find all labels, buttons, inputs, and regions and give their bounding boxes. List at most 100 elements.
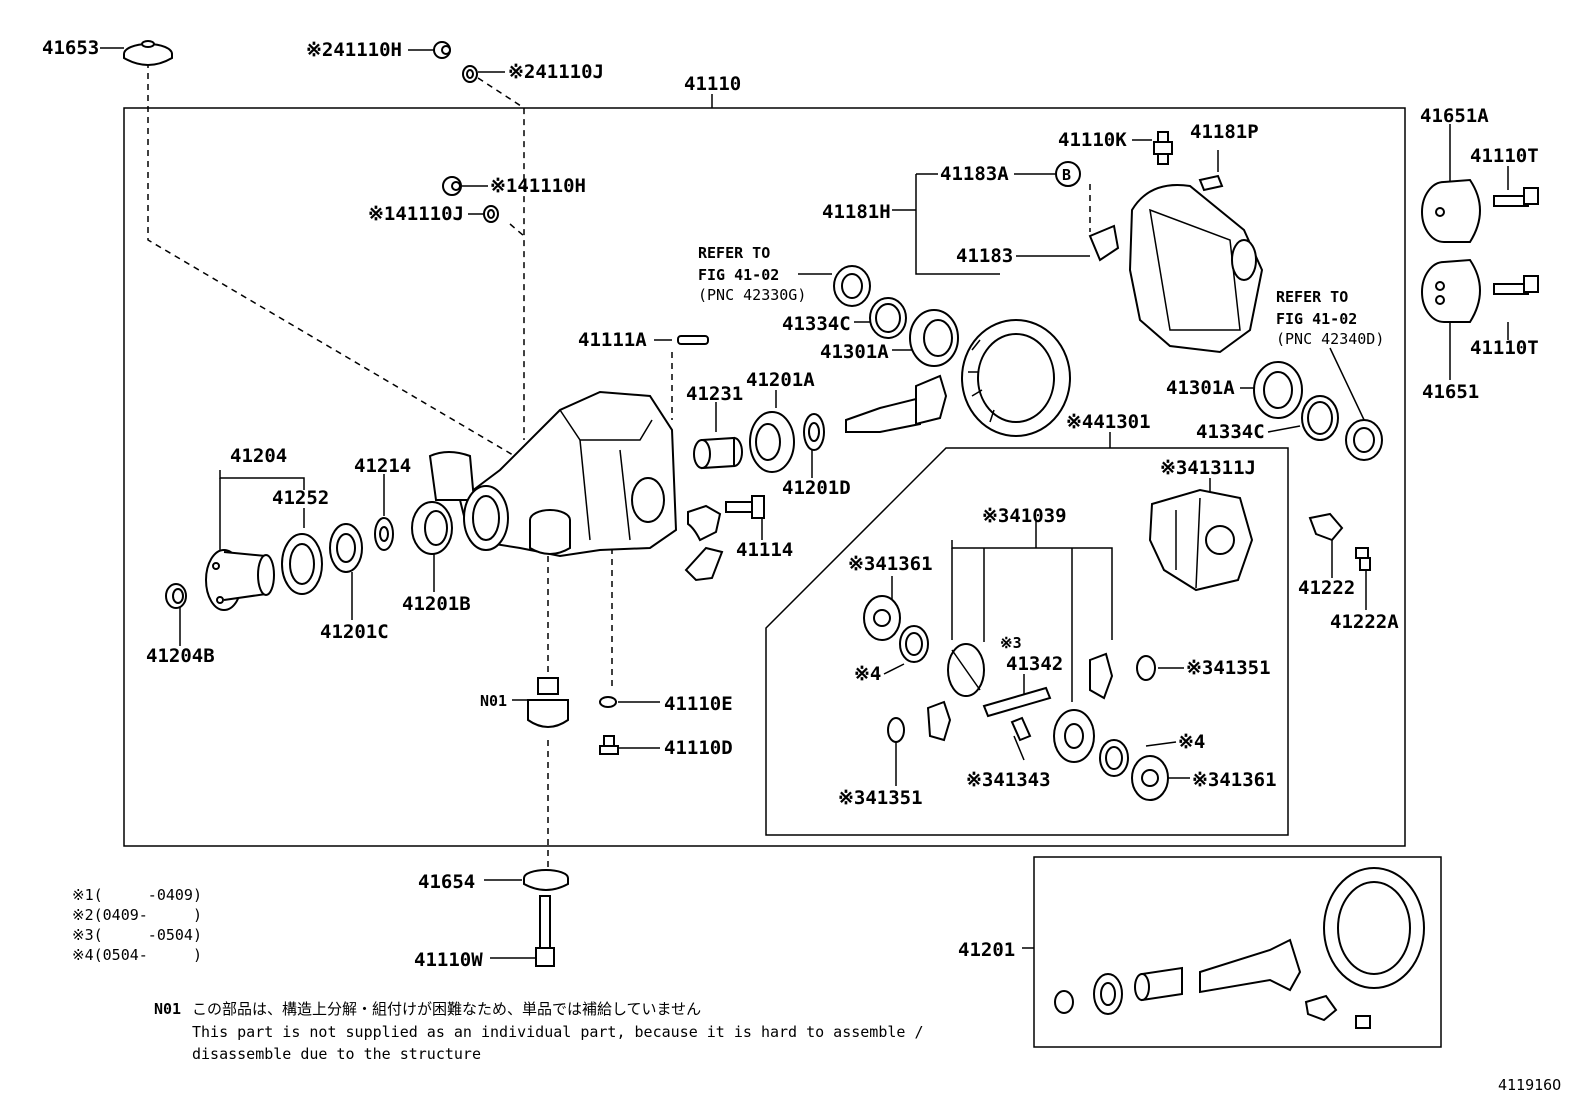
label-341311J: ※341311J bbox=[1160, 457, 1256, 479]
part-diff-cover-41181H bbox=[1128, 184, 1264, 354]
label-41653: 41653 bbox=[42, 37, 99, 59]
note-english-line-1: This part is not supplied as an individu… bbox=[192, 1023, 924, 1041]
part-N01-mount bbox=[527, 677, 569, 728]
gear-kit-box bbox=[1033, 856, 1442, 1048]
part-bolt-41114 bbox=[725, 495, 765, 519]
label-41252: 41252 bbox=[272, 487, 329, 509]
label-341039: ※341039 bbox=[982, 505, 1067, 527]
label-refer1-a: REFER TO bbox=[698, 244, 770, 262]
label-41301A-right: 41301A bbox=[1166, 377, 1235, 399]
label-141110J: ※141110J bbox=[368, 203, 464, 225]
part-washer-41351-b bbox=[1136, 655, 1156, 681]
label-41111A: 41111A bbox=[578, 329, 647, 351]
legend: ※1( -0409) ※2(0409- ) ※3( -0504) ※4(0504… bbox=[72, 886, 202, 964]
part-ring-4-a bbox=[899, 625, 929, 663]
callout-circle-b: B bbox=[1055, 161, 1081, 187]
label-41222A: 41222A bbox=[1330, 611, 1399, 633]
label-41201B: 41201B bbox=[402, 593, 471, 615]
label-41204B: 41204B bbox=[146, 645, 215, 667]
label-41110E: 41110E bbox=[664, 693, 733, 715]
label-41114: 41114 bbox=[736, 539, 793, 561]
label-341361-bottom: ※341361 bbox=[1192, 769, 1277, 791]
circle-b-letter: B bbox=[1062, 166, 1071, 184]
part-seal-41252 bbox=[281, 533, 323, 595]
part-nut-41204B bbox=[165, 583, 187, 609]
part-bearing-41201B bbox=[411, 501, 453, 555]
label-341351-left: ※341351 bbox=[838, 787, 923, 809]
part-bolt-41181P bbox=[1198, 174, 1224, 192]
label-41342-prefix: ※3 bbox=[1000, 634, 1022, 652]
note-code: N01 bbox=[154, 1000, 181, 1018]
label-41651A: 41651A bbox=[1420, 105, 1489, 127]
label-41214: 41214 bbox=[354, 455, 411, 477]
part-pin-41111A bbox=[677, 335, 709, 345]
part-side-gear-a bbox=[947, 643, 985, 697]
label-141110H: ※141110H bbox=[490, 175, 586, 197]
part-cap-41651 bbox=[1421, 258, 1481, 323]
label-41110T-upper: 41110T bbox=[1470, 145, 1539, 167]
part-ring-4-b bbox=[1099, 739, 1129, 777]
part-bolt-41110T-upper bbox=[1493, 187, 1539, 207]
part-pinion-gear-a bbox=[926, 700, 952, 742]
label-41334C-left: 41334C bbox=[782, 313, 851, 335]
label-refer2-b: FIG 41-02 bbox=[1276, 310, 1357, 328]
part-nut-141110H bbox=[442, 176, 462, 196]
part-bolt-41110T-lower bbox=[1493, 275, 1539, 295]
part-washer-41110E bbox=[599, 696, 617, 708]
part-lock-41222 bbox=[1308, 512, 1344, 542]
part-bearing-42340D bbox=[1345, 419, 1383, 461]
part-carrier-housing-41110 bbox=[428, 390, 678, 558]
part-diff-case-41311J bbox=[1148, 488, 1254, 592]
label-41201D: 41201D bbox=[782, 477, 851, 499]
label-341361-top: ※341361 bbox=[848, 553, 933, 575]
label-341351-right: ※341351 bbox=[1186, 657, 1271, 679]
part-bearing-41201A bbox=[749, 411, 795, 473]
part-washer-141110J bbox=[483, 205, 499, 223]
part-plug-41110D bbox=[599, 735, 619, 755]
part-bearing-41301A-right bbox=[1253, 361, 1303, 419]
legend-line-2: ※2(0409- ) bbox=[72, 906, 202, 924]
legend-line-1: ※1( -0409) bbox=[72, 886, 202, 904]
part-thrust-washer-41361-b bbox=[1131, 755, 1169, 801]
part-bearing-42330G bbox=[833, 265, 871, 307]
part-washer-241110J bbox=[462, 65, 478, 83]
label-41201: 41201 bbox=[958, 939, 1015, 961]
label-41110D: 41110D bbox=[664, 737, 733, 759]
label-41110W: 41110W bbox=[414, 949, 483, 971]
part-plate-41183 bbox=[1088, 224, 1120, 262]
part-washer-41214 bbox=[374, 517, 394, 551]
label-refer1-c: (PNC 42330G) bbox=[698, 286, 806, 304]
part-thrust-washer-41361-a bbox=[863, 595, 901, 641]
note-N01: N01 この部品は、構造上分解・組付けが困難なため、単品では補給していません T… bbox=[154, 1000, 924, 1063]
part-shaft-41342 bbox=[982, 686, 1052, 718]
part-drive-pinion bbox=[845, 374, 948, 433]
part-bearing-41301A-left bbox=[909, 309, 959, 367]
label-441301: ※441301 bbox=[1066, 411, 1151, 433]
part-plug-41110K bbox=[1153, 131, 1173, 165]
label-41334C-right: 41334C bbox=[1196, 421, 1265, 443]
label-41183A: 41183A bbox=[940, 163, 1009, 185]
part-kit-41201 bbox=[1054, 867, 1425, 1029]
part-bolt-41222A bbox=[1355, 547, 1371, 571]
dashed-guides bbox=[147, 62, 1091, 870]
part-side-gear-b bbox=[1053, 709, 1095, 763]
legend-line-4: ※4(0504- ) bbox=[72, 946, 202, 964]
part-pin-41343 bbox=[1010, 716, 1032, 742]
label-241110J: ※241110J bbox=[508, 61, 604, 83]
main-assembly-box bbox=[123, 107, 1406, 847]
note-english-line-2: disassemble due to the structure bbox=[192, 1045, 481, 1063]
label-refer2-c: (PNC 42340D) bbox=[1276, 330, 1384, 348]
part-washer-41351-a bbox=[887, 717, 905, 743]
figure-id: 411916O bbox=[1498, 1076, 1561, 1094]
part-pinion-gear-b bbox=[1089, 652, 1114, 700]
part-bolt-41110W bbox=[535, 895, 555, 967]
part-labels: 41653 ※241110H ※241110J 41110 ※141110H ※… bbox=[42, 37, 1539, 971]
label-41651: 41651 bbox=[1422, 381, 1479, 403]
label-4-right: ※4 bbox=[1178, 731, 1205, 753]
part-flange-41204 bbox=[205, 549, 275, 611]
label-41110: 41110 bbox=[684, 73, 741, 95]
label-41654: 41654 bbox=[418, 871, 475, 893]
note-japanese: この部品は、構造上分解・組付けが困難なため、単品では補給していません bbox=[192, 1000, 701, 1018]
label-41181P: 41181P bbox=[1190, 121, 1259, 143]
